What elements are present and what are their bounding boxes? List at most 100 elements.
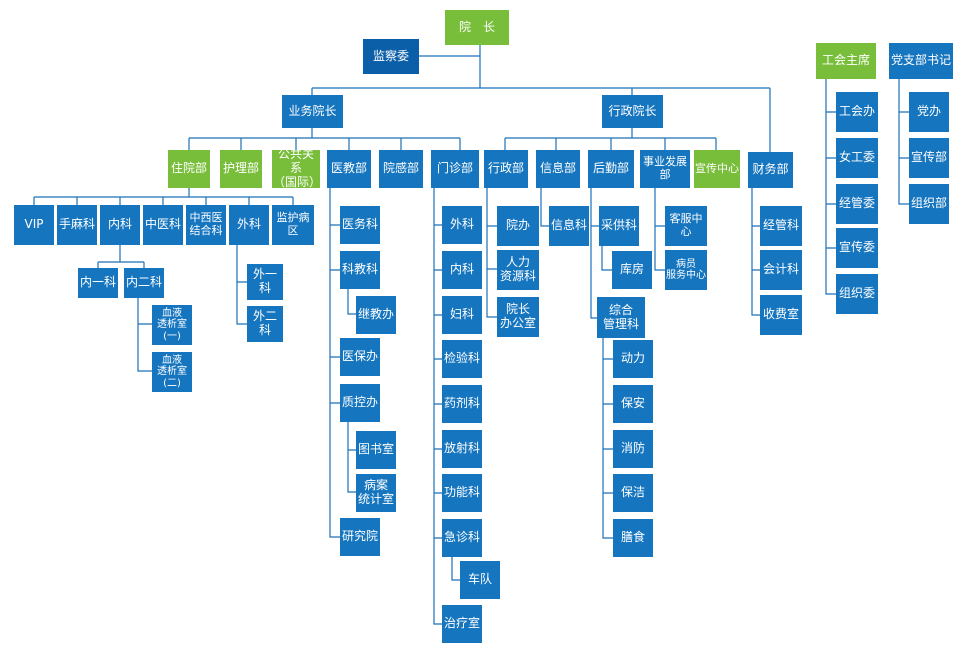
- administration-dept-box: 行政部: [484, 150, 528, 188]
- outpatient-unit-label: 内科: [449, 262, 474, 277]
- outpatient-dept-box: 门诊部: [431, 150, 479, 188]
- union-item-4: 宣传委: [836, 228, 878, 268]
- cleaning-unit-label: 保洁: [620, 485, 645, 500]
- general-management-label: 综合 管理科: [602, 302, 639, 331]
- info-section-label: 信息科: [550, 218, 587, 233]
- party-secretary-label: 党支部书记: [890, 53, 951, 68]
- tcm-unit-box: 中医科: [143, 205, 183, 245]
- research-institute-box: 研究院: [340, 518, 380, 556]
- nursing-dept-box: 护理部: [220, 150, 262, 188]
- hr-section-label: 人力 资源科: [499, 255, 536, 283]
- union-item-label: 经管委: [838, 196, 875, 211]
- internal-2-box: 内二科: [124, 268, 164, 298]
- dialysis-1-box: 血液 透析室 (一): [152, 305, 192, 345]
- union-item-label: 工会办: [838, 104, 875, 119]
- economic-management-label: 经管科: [762, 218, 799, 233]
- information-dept-label: 信息部: [539, 161, 576, 176]
- outpatient-unit-9: 车队: [460, 561, 500, 599]
- outpatient-unit-label: 妇科: [449, 307, 474, 322]
- icu-unit-label: 监护病区: [276, 211, 310, 237]
- logistics-dept-label: 后勤部: [592, 161, 629, 176]
- union-item-5: 组织委: [836, 274, 878, 314]
- outpatient-unit-10: 治疗室: [442, 605, 482, 643]
- outpatient-unit-8: 急诊科: [442, 519, 482, 557]
- party-item-label: 宣传部: [910, 150, 947, 165]
- medical-education-box: 医教部: [327, 150, 371, 188]
- outpatient-unit-2: 内科: [442, 251, 482, 289]
- power-unit-box: 动力: [613, 340, 653, 378]
- cleaning-unit-box: 保洁: [613, 474, 653, 512]
- quality-control-label: 质控办: [341, 395, 378, 410]
- quality-control-box: 质控办: [340, 384, 380, 422]
- internal-1-label: 内一科: [79, 275, 116, 290]
- customer-service-box: 客服中心: [665, 206, 707, 246]
- catering-unit-label: 膳食: [620, 530, 645, 545]
- finance-dept-box: 财务部: [748, 152, 793, 188]
- infection-control-box: 院感部: [379, 150, 423, 188]
- integrated-medicine-box: 中西医 结合科: [186, 205, 226, 245]
- outpatient-dept-label: 门诊部: [436, 161, 473, 176]
- union-item-3: 经管委: [836, 184, 878, 224]
- president-label: 院 长: [458, 19, 495, 34]
- business-vp-label: 业务院长: [288, 103, 337, 118]
- outpatient-unit-label: 治疗室: [443, 616, 480, 631]
- patient-service-box: 病员 服务中心: [665, 250, 707, 290]
- union-chair-box: 工会主席: [816, 43, 876, 79]
- vip-unit-box: VIP: [14, 205, 54, 245]
- union-item-label: 女工委: [838, 150, 875, 165]
- catering-unit-box: 膳食: [613, 519, 653, 557]
- science-education-label: 科教科: [341, 262, 378, 277]
- administration-dept-label: 行政部: [487, 161, 524, 176]
- library-label: 图书室: [357, 442, 394, 457]
- records-statistics-label: 病案 统计室: [357, 478, 394, 506]
- union-item-label: 宣传委: [838, 240, 875, 255]
- outpatient-unit-1: 外科: [442, 206, 482, 244]
- business-development-box: 事业发展部: [640, 150, 690, 188]
- research-institute-label: 研究院: [341, 529, 378, 544]
- economic-management-box: 经管科: [760, 206, 802, 246]
- cashier-label: 收费室: [762, 307, 799, 322]
- dialysis-2-box: 血液 透析室 (二): [152, 352, 192, 392]
- integrated-medicine-label: 中西医 结合科: [189, 211, 223, 237]
- continuing-education-label: 继教办: [357, 307, 394, 322]
- party-item-2: 宣传部: [909, 138, 949, 178]
- anesthesia-unit-box: 手麻科: [57, 205, 97, 245]
- anesthesia-unit-label: 手麻科: [58, 217, 95, 232]
- insurance-office-label: 医保办: [341, 349, 378, 364]
- business-development-label: 事业发展部: [643, 155, 687, 181]
- surgery-1-box: 外一科: [247, 264, 283, 300]
- patient-service-label: 病员 服务中心: [666, 258, 706, 282]
- internal-2-label: 内二科: [125, 275, 162, 290]
- outpatient-unit-label: 急诊科: [443, 530, 480, 545]
- warehouse-box: 库房: [612, 251, 652, 289]
- publicity-center-label: 宣传中心: [695, 161, 739, 175]
- general-management-box: 综合 管理科: [597, 297, 645, 338]
- admin-vp-label: 行政院长: [608, 103, 657, 118]
- publicity-center-box: 宣传中心: [694, 150, 740, 188]
- fire-safety-label: 消防: [620, 441, 645, 456]
- security-unit-label: 保安: [620, 396, 645, 411]
- dialysis-1-label: 血液 透析室 (一): [157, 307, 187, 342]
- power-unit-label: 动力: [620, 351, 645, 366]
- procurement-box: 采供科: [599, 206, 639, 246]
- public-relations-label: 公共关系 （国际）: [273, 147, 322, 189]
- union-item-1: 工会办: [836, 92, 878, 132]
- inpatient-dept-label: 住院部: [170, 161, 207, 176]
- surgery-unit-label: 外科: [236, 217, 261, 232]
- public-relations-box: 公共关系 （国际）: [272, 147, 322, 189]
- info-section-box: 信息科: [549, 206, 589, 246]
- president-office-box: 院长 办公室: [497, 297, 539, 337]
- admin-vp-box: 行政院长: [602, 95, 663, 128]
- procurement-label: 采供科: [600, 218, 637, 233]
- infection-control-label: 院感部: [382, 161, 419, 176]
- continuing-education-box: 继教办: [356, 296, 396, 334]
- internal-medicine-box: 内科: [100, 205, 140, 245]
- supervisory-box: 监察委: [363, 39, 419, 74]
- inpatient-dept-box: 住院部: [168, 150, 210, 188]
- union-item-2: 女工委: [836, 138, 878, 178]
- warehouse-label: 库房: [619, 262, 644, 277]
- party-item-3: 组织部: [909, 184, 949, 224]
- business-vp-box: 业务院长: [282, 95, 343, 128]
- vip-unit-label: VIP: [24, 217, 44, 232]
